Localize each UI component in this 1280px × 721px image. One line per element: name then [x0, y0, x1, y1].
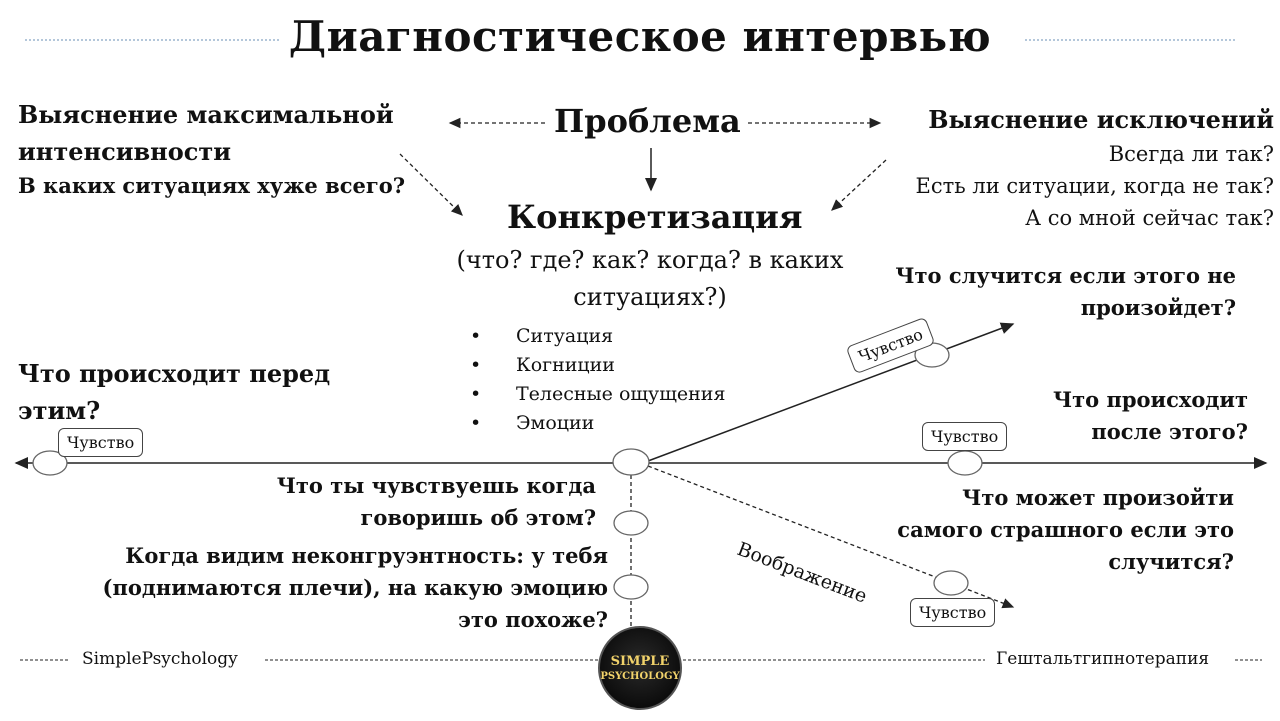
worst-line-2: самого страшного если это [897, 517, 1234, 542]
exceptions-heading: Выяснение исключений [928, 105, 1274, 134]
footer-left: SimplePsychology [74, 649, 246, 669]
exceptions-block: Выяснение исключений Всегда ли так? Есть… [916, 101, 1274, 234]
node-incongruence [613, 574, 649, 600]
list-item: Ситуация [466, 322, 725, 351]
incongruence-line-2: (поднимаются плечи), на какую эмоцию [102, 575, 608, 600]
node-center [612, 448, 650, 476]
concretization-sub-1: (что? где? как? когда? в каких [456, 246, 844, 274]
logo-line-2: PSYCHOLOGY [600, 671, 680, 682]
exceptions-question-1: Всегда ли так? [1108, 142, 1274, 166]
if-not-block: Что случится если этого не произойдет? [895, 260, 1236, 324]
list-item: Когниции [466, 351, 725, 380]
feel-now-line-1: Что ты чувствуешь когда [276, 473, 596, 498]
concretization-heading: Конкретизация [507, 198, 803, 236]
arrow-exceptions-to-concretization [831, 159, 887, 211]
node-feel-now [613, 510, 649, 536]
concretization-sub: (что? где? как? когда? в каких ситуациях… [420, 242, 880, 316]
feeling-tag-before: Чувство [58, 428, 144, 457]
concretization-sub-2: ситуациях?) [573, 283, 727, 311]
max-intensity-question: В каких ситуациях хуже всего? [18, 173, 406, 198]
arrow-if-not [647, 322, 1015, 462]
after-line-1: Что происходит [1052, 387, 1248, 412]
list-item: Телесные ощущения [466, 380, 725, 409]
after-line-2: после этого? [1091, 419, 1248, 444]
logo-line-1: SIMPLE [610, 654, 670, 669]
incongruence-line-3: это похоже? [458, 607, 608, 632]
feel-now-block: Что ты чувствуешь когда говоришь об этом… [277, 470, 596, 534]
arrow-max-to-concretization [399, 153, 463, 216]
feeling-tag-after: Чувство [922, 422, 1008, 451]
incongruence-line-1: Когда видим неконгруэнтность: у тебя [125, 543, 608, 568]
exceptions-question-2: Есть ли ситуации, когда не так? [915, 174, 1274, 198]
after-block: Что происходит после этого? [1053, 384, 1248, 448]
max-intensity-heading-1: Выяснение максимальной [18, 100, 394, 129]
node-before [32, 450, 68, 476]
worst-line-3: случится? [1108, 549, 1234, 574]
footer-right: Гештальтгипнотерапия [988, 649, 1218, 669]
list-item: Эмоции [466, 409, 725, 438]
before-line-1: Что происходит перед [18, 359, 331, 388]
if-not-line-2: произойдет? [1080, 295, 1236, 320]
node-worst [933, 570, 969, 596]
worst-block: Что может произойти самого страшного есл… [897, 482, 1234, 578]
arrow-imagination [647, 465, 1015, 609]
before-block: Что происходит перед этим? [18, 355, 330, 429]
worst-line-1: Что может произойти [962, 485, 1234, 510]
exceptions-question-3: А со мной сейчас так? [1025, 206, 1274, 230]
if-not-line-1: Что случится если этого не [895, 263, 1236, 288]
max-intensity-block: Выяснение максимальной интенсивности В к… [18, 96, 405, 202]
before-line-2: этим? [18, 396, 101, 425]
incongruence-block: Когда видим неконгруэнтность: у тебя (по… [103, 540, 608, 636]
feeling-tag-worst: Чувство [910, 598, 996, 627]
max-intensity-heading-2: интенсивности [18, 137, 232, 166]
node-after [947, 450, 983, 476]
problem-label: Проблема [554, 102, 741, 140]
feel-now-line-2: говоришь об этом? [360, 505, 596, 530]
page-title: Диагностическое интервью [288, 12, 992, 61]
logo: SIMPLE PSYCHOLOGY [598, 626, 682, 710]
concretization-list: Ситуация Когниции Телесные ощущения Эмоц… [466, 322, 725, 438]
